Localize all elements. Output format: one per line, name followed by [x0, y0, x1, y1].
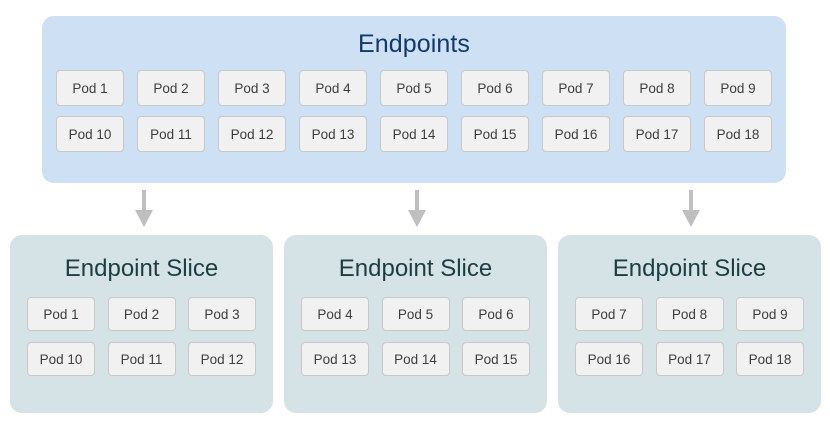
pod-chip: Pod 16	[542, 116, 610, 152]
arrow-head	[135, 210, 153, 227]
pod-chip: Pod 17	[655, 342, 724, 376]
pod-chip: Pod 9	[736, 297, 804, 331]
arrow-shaft	[142, 190, 146, 212]
pod-chip: Pod 13	[301, 342, 369, 376]
arrow-down-icon	[135, 190, 153, 227]
pod-chip: Pod 4	[299, 70, 367, 106]
pod-chip: Pod 12	[218, 116, 286, 152]
endpoint-slice-pod-grid: Pod 4 Pod 5 Pod 6 Pod 13 Pod 14 Pod 15	[301, 297, 530, 387]
endpoint-slice-title: Endpoint Slice	[612, 255, 767, 282]
pod-chip: Pod 18	[736, 342, 804, 376]
endpoint-slice-title: Endpoint Slice	[338, 255, 493, 282]
pod-chip: Pod 15	[462, 342, 530, 376]
endpoints-pod-row-1: Pod 10 Pod 11 Pod 12 Pod 13 Pod 14 Pod 1…	[56, 116, 772, 152]
arrow-head	[682, 210, 700, 227]
pod-chip: Pod 2	[107, 297, 176, 331]
pod-chip: Pod 7	[575, 297, 643, 331]
arrow-down-icon	[408, 190, 426, 227]
pod-chip: Pod 2	[137, 70, 205, 106]
pod-chip: Pod 14	[380, 116, 448, 152]
pod-chip: Pod 11	[137, 116, 205, 152]
pod-chip: Pod 1	[27, 297, 95, 331]
endpoints-panel: Endpoints Pod 1 Pod 2 Pod 3 Pod 4 Pod 5 …	[42, 16, 786, 183]
pod-chip: Pod 8	[623, 70, 691, 106]
pod-chip: Pod 11	[107, 342, 176, 376]
pod-chip: Pod 10	[27, 342, 95, 376]
pod-chip: Pod 17	[623, 116, 691, 152]
pod-chip: Pod 16	[575, 342, 643, 376]
endpoint-slice-pod-row-0: Pod 1 Pod 2 Pod 3	[27, 297, 256, 331]
endpoints-title: Endpoints	[357, 30, 471, 58]
endpoint-slice-pod-row-1: Pod 16 Pod 17 Pod 18	[575, 342, 804, 376]
endpoint-slice-panel-1: Endpoint Slice Pod 1 Pod 2 Pod 3 Pod 10 …	[10, 235, 273, 413]
arrow-shaft	[415, 190, 419, 212]
endpoint-slice-title: Endpoint Slice	[64, 255, 219, 282]
pod-chip: Pod 15	[461, 116, 529, 152]
pod-chip: Pod 9	[704, 70, 772, 106]
arrow-shaft	[689, 190, 693, 212]
arrow-head	[408, 210, 426, 227]
pod-chip: Pod 3	[188, 297, 256, 331]
pod-chip: Pod 6	[462, 297, 530, 331]
endpoint-slice-pod-row-0: Pod 4 Pod 5 Pod 6	[301, 297, 530, 331]
pod-chip: Pod 7	[542, 70, 610, 106]
pod-chip: Pod 12	[188, 342, 256, 376]
pod-chip: Pod 10	[56, 116, 124, 152]
endpoint-slice-panel-2: Endpoint Slice Pod 4 Pod 5 Pod 6 Pod 13 …	[284, 235, 547, 413]
pod-chip: Pod 6	[461, 70, 529, 106]
pod-chip: Pod 14	[381, 342, 450, 376]
endpoint-slice-pod-row-1: Pod 10 Pod 11 Pod 12	[27, 342, 256, 376]
arrow-down-icon	[682, 190, 700, 227]
pod-chip: Pod 8	[655, 297, 724, 331]
endpoint-slice-panel-3: Endpoint Slice Pod 7 Pod 8 Pod 9 Pod 16 …	[558, 235, 821, 413]
pod-chip: Pod 5	[381, 297, 450, 331]
endpoint-slice-pod-grid: Pod 7 Pod 8 Pod 9 Pod 16 Pod 17 Pod 18	[575, 297, 804, 387]
pod-chip: Pod 13	[299, 116, 367, 152]
endpoint-slice-pod-grid: Pod 1 Pod 2 Pod 3 Pod 10 Pod 11 Pod 12	[27, 297, 256, 387]
pod-chip: Pod 1	[56, 70, 124, 106]
endpoint-slice-pod-row-0: Pod 7 Pod 8 Pod 9	[575, 297, 804, 331]
pod-chip: Pod 4	[301, 297, 369, 331]
endpoints-pod-grid: Pod 1 Pod 2 Pod 3 Pod 4 Pod 5 Pod 6 Pod …	[56, 70, 772, 162]
pod-chip: Pod 3	[218, 70, 286, 106]
endpoint-slice-pod-row-1: Pod 13 Pod 14 Pod 15	[301, 342, 530, 376]
endpoints-pod-row-0: Pod 1 Pod 2 Pod 3 Pod 4 Pod 5 Pod 6 Pod …	[56, 70, 772, 106]
pod-chip: Pod 18	[704, 116, 772, 152]
pod-chip: Pod 5	[380, 70, 448, 106]
